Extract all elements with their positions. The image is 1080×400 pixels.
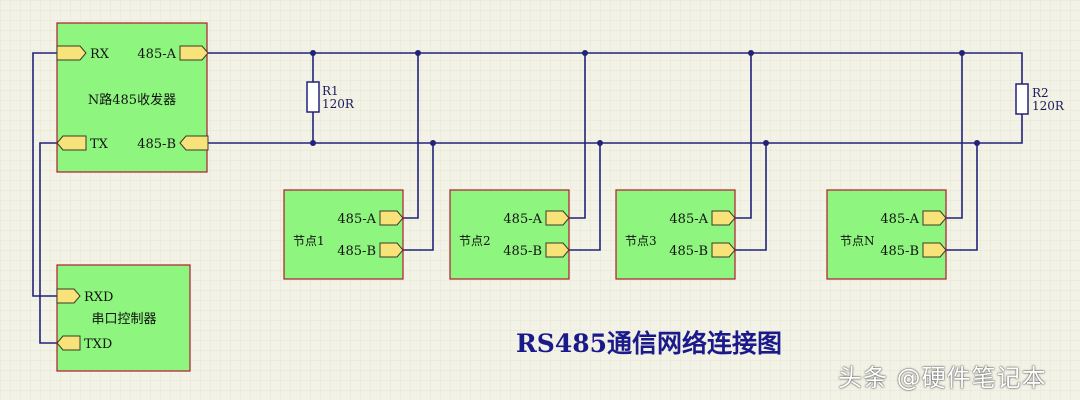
b-pin-label: 485-B [137,137,176,152]
node-name: 节点2 [459,234,491,248]
node1-b-wire [403,143,434,251]
b-port [179,135,209,151]
node-b-port [922,242,947,258]
node1-a-wire [403,53,419,219]
resistor-r1: R1 120R [306,81,355,113]
rx-pin-label: RX [90,47,110,62]
transceiver-name: N路485收发器 [88,92,176,108]
tx-txd-wire [39,142,57,344]
node-a-pin-label: 485-A [880,212,919,227]
node-a-pin-label: 485-A [669,212,708,227]
txd-pin-label: TXD [84,337,112,352]
node-a-port [711,210,736,226]
tx-port [56,135,87,151]
node-block-2: 485-A 485-B 节点2 [449,189,570,280]
resistor-body [306,81,320,113]
resistor-ref: R1 [322,84,339,98]
serial-controller-name: 串口控制器 [91,312,156,327]
rxd-pin-label: RXD [84,290,113,305]
junction-dot [748,50,754,56]
junction-dot [310,140,316,146]
node3-a-wire [735,53,752,219]
junction-dot [415,50,421,56]
node-b-port [711,242,736,258]
node-block-1: 485-A 485-B 节点1 [283,189,404,280]
bus-b-wire [208,114,1023,144]
node-body [449,189,570,280]
rx-port [56,45,87,61]
junction-dot [310,50,316,56]
node-block-n: 485-A 485-B 节点N [826,189,947,280]
node-body [283,189,404,280]
node-b-pin-label: 485-B [337,244,376,259]
watermark: 头条 @硬件笔记本 [838,364,1047,392]
node-name: 节点1 [293,234,325,248]
rx-rxd-wire [32,52,57,297]
node-name: 节点3 [625,234,657,248]
bus-a-wire [208,52,1023,84]
rxd-port [56,288,81,304]
node2-a-wire [569,53,586,219]
node-a-port [545,210,570,226]
node-a-port [922,210,947,226]
a-port [179,45,209,61]
wires [32,52,1023,344]
a-pin-label: 485-A [137,47,176,62]
resistor-value: 120R [322,97,355,111]
resistor-value: 120R [1032,99,1065,113]
transceiver-block: RX TX 485-A 485-B N路485收发器 [56,22,209,173]
node-b-pin-label: 485-B [669,244,708,259]
node-a-pin-label: 485-A [503,212,542,227]
node-name: 节点N [840,234,875,248]
node3-b-wire [735,143,767,251]
junction-dot [959,50,965,56]
nodeN-a-wire [946,53,963,219]
resistor-ref: R2 [1032,86,1049,100]
diagram-title: RS485通信网络连接图 [516,329,782,358]
node-b-port [545,242,570,258]
resistor-body [1015,83,1029,115]
node-b-port [379,242,404,258]
junction-dot [430,140,436,146]
resistor-r2: R2 120R [1015,83,1065,115]
junction-dot [582,50,588,56]
serial-controller-block: RXD TXD 串口控制器 [56,264,191,372]
junctions [310,50,980,146]
serial-controller-body [56,264,191,372]
node-a-port [379,210,404,226]
node2-b-wire [569,143,601,251]
txd-port [56,335,81,351]
node-body [826,189,947,280]
nodeN-b-wire [946,143,978,251]
node-body [615,189,736,280]
node-b-pin-label: 485-B [503,244,542,259]
node-block-3: 485-A 485-B 节点3 [615,189,736,280]
node-b-pin-label: 485-B [880,244,919,259]
node-a-pin-label: 485-A [337,212,376,227]
tx-pin-label: TX [90,137,109,152]
junction-dot [763,140,769,146]
junction-dot [597,140,603,146]
junction-dot [974,140,980,146]
